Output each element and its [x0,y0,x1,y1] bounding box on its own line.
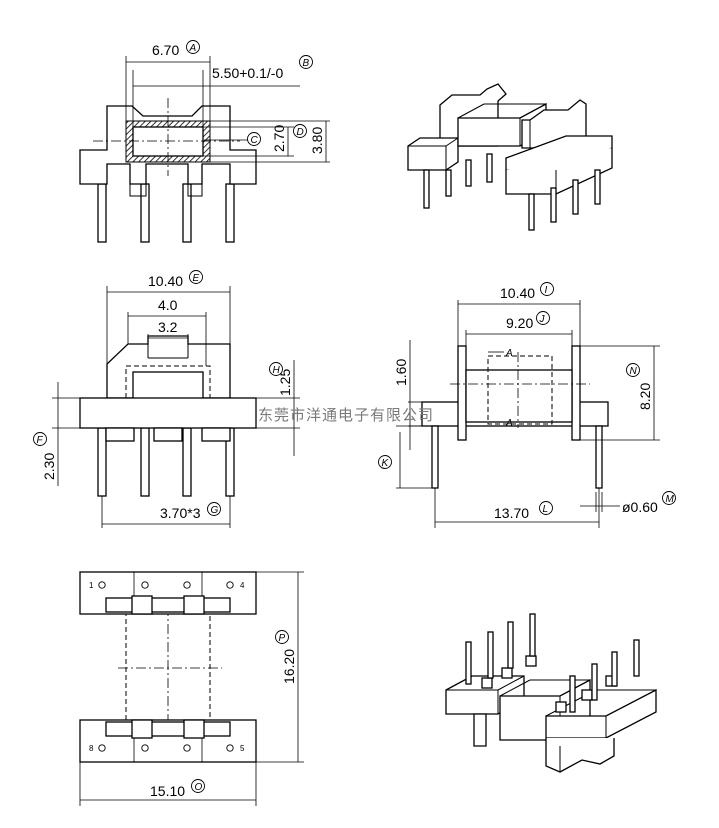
dim-p-label: P [279,633,286,644]
pin-8-label: 8 [89,744,94,753]
dim-k-label: K [382,458,390,469]
top-view: 1 4 8 5 16.20 P 15.10 O [79,571,304,806]
dim-k-value: 1.60 [393,359,409,386]
dim-e-value: 10.40 [148,273,183,289]
dim-e-inner1: 4.0 [158,297,178,313]
pin-1-label: 1 [89,581,94,590]
dim-f-value: 2.30 [41,453,57,480]
dim-b-value: 5.50+0.1/-0 [212,65,283,81]
dim-e-inner2: 3.2 [158,319,178,335]
pin-5-label: 5 [240,744,245,753]
dim-l-label: L [543,504,549,515]
section-a-top: A [505,348,513,359]
front-section-view: 6.70 A 5.50+0.1/-0 B C 2.70 D 3.80 [79,40,330,243]
dim-p-value: 16.20 [281,649,297,684]
dim-a-label: A [189,43,197,54]
dim-m-label: M [666,494,675,505]
dim-d-label: D [297,127,304,138]
dim-n-label: N [630,366,638,377]
dim-d-outer-value: 3.80 [309,127,325,154]
dim-n-value: 8.20 [637,383,653,410]
dim-o-label: O [195,782,203,793]
dim-j-value: 9.20 [506,315,533,331]
dim-h-label: H [273,365,281,376]
dim-g-value: 3.70*3 [160,505,201,521]
dim-i-value: 10.40 [500,285,535,301]
isometric-view-top [407,83,613,231]
dim-h-value: 1.25 [277,369,293,396]
dim-i-label: I [545,285,548,296]
dim-g-label: G [211,505,219,516]
dim-j-label: J [539,314,546,325]
dim-d-value: 2.70 [271,125,287,152]
company-watermark: 东莞市洋通电子有限公司 [258,407,434,424]
pin-4-label: 4 [240,581,245,590]
dim-a-value: 6.70 [152,42,179,58]
dim-m-value: ø0.60 [622,499,658,515]
dim-l-value: 13.70 [494,505,529,521]
label-c: C [251,135,259,146]
dim-e-label: E [193,273,200,284]
profile-view: A A 10.40 I 9.20 J 1.60 K 8.20 [378,282,676,528]
dim-f-label: F [37,435,44,446]
side-view: 10.40 E 4.0 3.2 1.25 H 2.30 F 3.70*3 G [33,270,300,528]
isometric-view-bottom [445,613,657,773]
section-a-bottom: A [505,418,513,429]
dim-b-label: B [303,58,310,69]
dim-o-value: 15.10 [150,783,185,799]
